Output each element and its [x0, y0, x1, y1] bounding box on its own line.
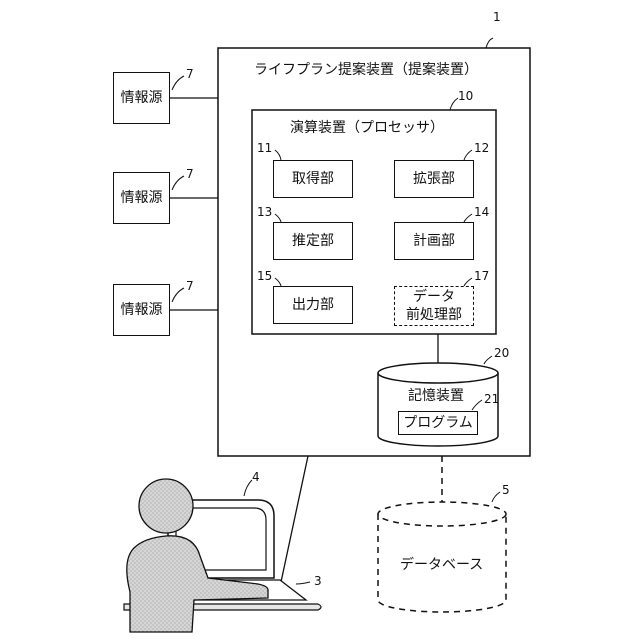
- info-source-1: 情報源: [113, 72, 170, 124]
- program-label: プログラム: [403, 414, 473, 432]
- acquisition-unit-ref: 11: [257, 141, 272, 155]
- output-unit-ref: 15: [257, 269, 272, 283]
- storage-ref: 20: [494, 346, 509, 360]
- data-preprocessing-line2: 前処理部: [406, 306, 462, 324]
- output-unit: 出力部: [273, 286, 353, 324]
- data-preprocessing-unit: データ 前処理部: [394, 286, 474, 326]
- info-source-2-ref: 7: [186, 167, 194, 181]
- info-source-2: 情報源: [113, 172, 170, 224]
- input-device-connector: [281, 456, 308, 582]
- planning-unit-label: 計画部: [413, 232, 455, 250]
- planning-unit-ref: 14: [474, 205, 489, 219]
- estimation-unit: 推定部: [273, 222, 353, 260]
- extension-unit-ref: 12: [474, 141, 489, 155]
- processor-ref: 10: [458, 89, 473, 103]
- info-source-1-label: 情報源: [121, 89, 163, 107]
- info-source-2-label: 情報源: [121, 189, 163, 207]
- data-preprocessing-line1: データ: [413, 288, 455, 306]
- database-label: データベース: [400, 557, 483, 573]
- processor-title: 演算装置（プロセッサ）: [290, 120, 444, 136]
- output-unit-label: 出力部: [292, 296, 334, 314]
- data-preprocessing-ref: 17: [474, 269, 489, 283]
- apparatus-ref: 1: [493, 10, 501, 24]
- info-source-3-ref: 7: [186, 279, 194, 293]
- display-ref: 4: [252, 470, 260, 484]
- acquisition-unit-label: 取得部: [292, 170, 334, 188]
- extension-unit: 拡張部: [394, 160, 474, 198]
- estimation-unit-ref: 13: [257, 205, 272, 219]
- storage-title: 記憶装置: [408, 388, 464, 404]
- apparatus-title: ライフプラン提案装置（提案装置）: [254, 62, 478, 78]
- program-box: プログラム: [398, 411, 478, 435]
- extension-unit-label: 拡張部: [413, 170, 455, 188]
- info-source-3: 情報源: [113, 284, 170, 336]
- database-ref: 5: [502, 483, 510, 497]
- planning-unit: 計画部: [394, 222, 474, 260]
- estimation-unit-label: 推定部: [292, 232, 334, 250]
- input-device-ref: 3: [314, 574, 322, 588]
- program-ref: 21: [484, 392, 499, 406]
- acquisition-unit: 取得部: [273, 160, 353, 198]
- info-source-1-ref: 7: [186, 67, 194, 81]
- info-source-3-label: 情報源: [121, 301, 163, 319]
